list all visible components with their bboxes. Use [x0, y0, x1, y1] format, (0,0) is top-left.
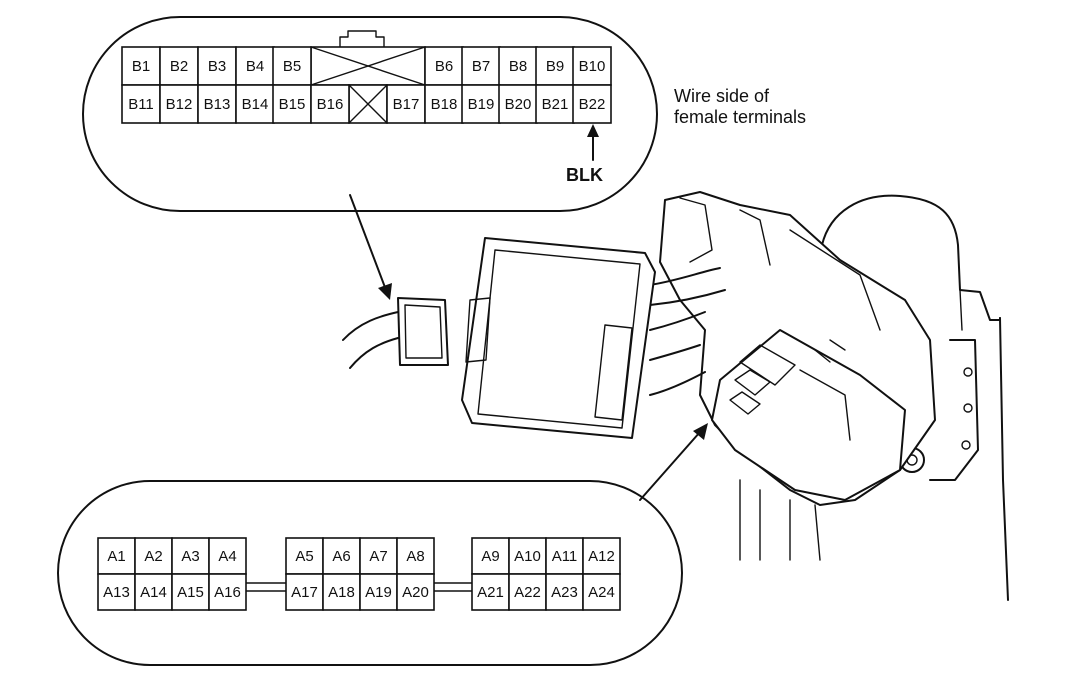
terminal-label-b2: B2: [170, 58, 188, 75]
callout-b-outline: [82, 16, 658, 212]
terminal-label-a14: A14: [140, 584, 167, 601]
terminal-cell: [359, 537, 398, 575]
terminal-label-b15: B15: [279, 96, 306, 113]
terminal-label-b3: B3: [208, 58, 226, 75]
leader-arrow-b: [378, 283, 392, 300]
terminal-label-b20: B20: [505, 96, 532, 113]
terminal-label-b6: B6: [435, 58, 453, 75]
terminal-cell: [545, 573, 584, 611]
terminal-cell: [197, 46, 237, 86]
terminal-label-a15: A15: [177, 584, 204, 601]
terminal-cell: [171, 573, 210, 611]
terminal-cell: [272, 46, 312, 86]
connector-b-latch: [339, 30, 385, 48]
terminal-cell: [582, 573, 621, 611]
terminal-cell: [386, 84, 426, 124]
terminal-label-a24: A24: [588, 584, 615, 601]
terminal-cell: [572, 84, 612, 124]
terminal-label-a19: A19: [365, 584, 392, 601]
terminal-label-a13: A13: [103, 584, 130, 601]
terminal-label-a23: A23: [551, 584, 578, 601]
terminal-cell: [535, 46, 575, 86]
terminal-cell: [197, 84, 237, 124]
terminal-label-b1: B1: [132, 58, 150, 75]
terminal-label-a10: A10: [514, 548, 541, 565]
terminal-label-a8: A8: [406, 548, 424, 565]
blk-wire-label: BLK: [566, 165, 603, 185]
terminal-cell: [396, 537, 435, 575]
terminal-cell: [508, 573, 547, 611]
terminal-cell: [359, 573, 398, 611]
terminal-label-b21: B21: [542, 96, 569, 113]
terminal-label-a12: A12: [588, 548, 615, 565]
terminal-label-b14: B14: [242, 96, 269, 113]
terminal-cell: [582, 537, 621, 575]
terminal-label-a3: A3: [181, 548, 199, 565]
terminal-label-a4: A4: [218, 548, 236, 565]
terminal-label-a6: A6: [332, 548, 350, 565]
terminal-label-a1: A1: [107, 548, 125, 565]
note-line-2: female terminals: [674, 107, 806, 127]
terminal-cell: [121, 84, 161, 124]
leader-arrow-a: [693, 423, 708, 440]
terminal-label-b5: B5: [283, 58, 301, 75]
terminal-label-b12: B12: [166, 96, 193, 113]
terminal-label-b18: B18: [431, 96, 458, 113]
terminal-cell: [322, 573, 361, 611]
leader-line-a: [639, 431, 701, 501]
terminal-label-b9: B9: [546, 58, 564, 75]
terminal-cell: [535, 84, 575, 124]
leader-line-b: [349, 194, 387, 291]
callout-a-outline: [57, 480, 683, 666]
terminal-label-b10: B10: [579, 58, 606, 75]
terminal-label-b16: B16: [317, 96, 344, 113]
terminal-label-b22: B22: [579, 96, 606, 113]
note-line-1: Wire side of: [674, 86, 770, 106]
blk-arrow-head: [587, 124, 599, 137]
terminal-label-a7: A7: [369, 548, 387, 565]
terminal-cell: [471, 537, 510, 575]
terminal-cell: [508, 537, 547, 575]
terminal-label-a22: A22: [514, 584, 541, 601]
terminal-cell: [285, 573, 324, 611]
terminal-label-a2: A2: [144, 548, 162, 565]
terminal-label-a9: A9: [481, 548, 499, 565]
terminal-label-a17: A17: [291, 584, 318, 601]
terminal-label-b7: B7: [472, 58, 490, 75]
terminal-cell: [208, 573, 247, 611]
terminal-cell: [310, 84, 350, 124]
terminal-cell: [461, 84, 501, 124]
terminal-cell: [235, 84, 275, 124]
terminal-label-a16: A16: [214, 584, 241, 601]
terminal-label-a18: A18: [328, 584, 355, 601]
terminal-label-a20: A20: [402, 584, 429, 601]
terminal-label-a5: A5: [295, 548, 313, 565]
terminal-cell: [97, 573, 136, 611]
terminal-cell: [208, 537, 247, 575]
terminal-cell: [572, 46, 612, 86]
terminal-label-b4: B4: [246, 58, 264, 75]
terminal-cell: [498, 84, 538, 124]
terminal-label-a21: A21: [477, 584, 504, 601]
connector-b: B1 B2 B3 B4 B5 B6 B7 B8 B9 B10 B11 B12 B13 B14 B15 B16…: [121, 46, 612, 124]
terminal-label-b11: B11: [128, 96, 154, 113]
terminal-cell: [171, 537, 210, 575]
terminal-label-b19: B19: [468, 96, 495, 113]
terminal-label-b17: B17: [393, 96, 420, 113]
terminal-cell: [121, 46, 161, 86]
terminal-label-a11: A11: [552, 548, 578, 565]
terminal-cell: [396, 573, 435, 611]
terminal-label-b13: B13: [204, 96, 231, 113]
terminal-cell: [134, 573, 173, 611]
mounting-illustration: [342, 191, 1009, 601]
terminal-label-b8: B8: [509, 58, 527, 75]
